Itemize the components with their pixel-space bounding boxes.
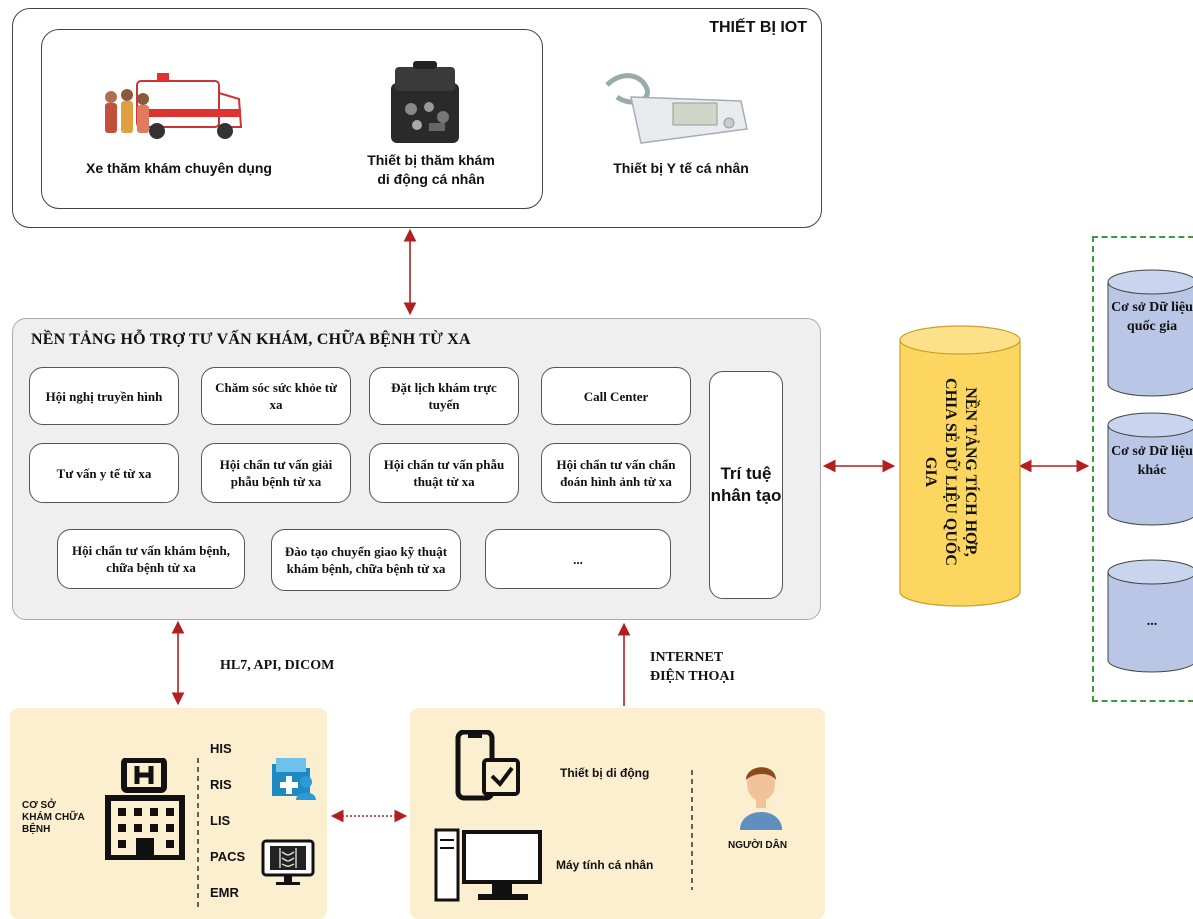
system-lis: LIS xyxy=(210,813,231,828)
service-video-conference: Hội nghị truyền hình xyxy=(29,367,179,425)
database-national-label: Cơ sở Dữ liệu quốc gia xyxy=(1111,300,1193,334)
phone-label: ĐIỆN THOẠI xyxy=(650,669,735,684)
iot-device-kit-label-line2: di động cá nhân xyxy=(377,171,485,187)
service-imaging-consult: Hội chẩn tư vấn chẩn đoán hình ảnh từ xa xyxy=(541,443,691,503)
healthcare-facility-panel: CƠ SỞ KHÁM CHỮA BỆNH HIS RIS LIS PACS EM… xyxy=(10,708,327,919)
facility-label: CƠ SỞ KHÁM CHỮA BỆNH xyxy=(22,800,85,836)
service-more: ... xyxy=(485,529,671,589)
person-icon xyxy=(740,767,782,830)
mobile-device-label: Thiết bị di động xyxy=(560,766,650,780)
system-his: HIS xyxy=(210,741,232,756)
service-surgery-consult: Hội chẩn tư vấn phẫu thuật từ xa xyxy=(369,443,519,503)
ambulance-icon xyxy=(105,73,243,139)
blood-pressure-monitor-icon xyxy=(605,73,748,144)
service-technical-training: Đào tạo chuyển giao kỹ thuật khám bệnh, … xyxy=(271,529,461,591)
iot-device-ambulance-label: Xe thăm khám chuyên dụng xyxy=(86,160,272,176)
iot-panel: THIẾT BỊ IOT Xe thăm khám chuyên dụng Th… xyxy=(12,8,822,228)
citizen-label: NGƯỜI DÂN xyxy=(728,840,788,851)
personal-computer-icon xyxy=(434,828,542,902)
national-platform-label: NỀN TẢNG TÍCH HỢP, CHIA SẺ DỮ LIỆU QUỐC … xyxy=(922,378,979,566)
facility-label-line3: BỆNH xyxy=(22,824,51,835)
internet-label: INTERNET xyxy=(650,650,724,665)
service-remote-consultation: Tư vấn y tế từ xa xyxy=(29,443,179,503)
database-cylinder xyxy=(1107,412,1193,526)
dashed-divider xyxy=(691,770,693,890)
national-platform-cylinder xyxy=(899,325,1021,607)
xray-monitor-icon xyxy=(261,839,315,885)
iot-device-kit-label-line1: Thiết bị thăm khám xyxy=(367,152,495,168)
platform-title: NỀN TẢNG HỖ TRỢ TƯ VẤN KHÁM, CHỮA BỆNH T… xyxy=(31,331,471,348)
database-cylinder xyxy=(1107,269,1193,397)
hospital-building-icon xyxy=(105,758,185,860)
telehealth-platform-panel: NỀN TẢNG HỖ TRỢ TƯ VẤN KHÁM, CHỮA BỆNH T… xyxy=(12,318,821,620)
facility-label-line2: KHÁM CHỮA xyxy=(22,812,85,823)
medical-kit-icon xyxy=(391,61,459,143)
mobile-device-icon xyxy=(455,730,520,801)
service-online-booking: Đặt lịch khám trực tuyến xyxy=(369,367,519,425)
system-ris: RIS xyxy=(210,777,232,792)
ai-label-line2: nhân tạo xyxy=(710,486,782,505)
service-treatment-consult: Hội chẩn tư vấn khám bệnh, chữa bệnh từ … xyxy=(57,529,245,589)
ai-label-line1: Trí tuệ xyxy=(720,464,772,483)
databases-group xyxy=(1092,236,1193,702)
internet-phone-label: INTERNET ĐIỆN THOẠI xyxy=(650,648,735,686)
system-pacs: PACS xyxy=(210,849,246,864)
service-remote-care: Chăm sóc sức khỏe từ xa xyxy=(201,367,351,425)
iot-device-monitor-label: Thiết bị Y tế cá nhân xyxy=(613,160,749,176)
iot-device-kit-label: Thiết bị thăm khám di động cá nhân xyxy=(331,151,531,189)
medical-records-icon xyxy=(272,758,316,800)
citizens-panel: Thiết bị di động Máy tính cá nhân NGƯỜI … xyxy=(410,708,825,919)
database-more-label: ... xyxy=(1146,614,1158,629)
facility-label-line1: CƠ SỞ xyxy=(22,800,56,811)
database-cylinder xyxy=(1107,559,1193,673)
pc-label: Máy tính cá nhân xyxy=(556,858,654,872)
iot-title: THIẾT BỊ IOT xyxy=(709,19,807,36)
database-other-label: Cơ sở Dữ liệu khác xyxy=(1111,444,1193,478)
dashed-divider xyxy=(197,758,199,908)
service-call-center: Call Center xyxy=(541,367,691,425)
ai-box: Trí tuệ nhân tạo xyxy=(709,371,783,599)
hl7-api-dicom-label: HL7, API, DICOM xyxy=(220,658,335,673)
iot-devices-group xyxy=(41,29,543,209)
service-pathology-consult: Hội chẩn tư vấn giải phẫu bệnh từ xa xyxy=(201,443,351,503)
system-emr: EMR xyxy=(210,885,239,900)
